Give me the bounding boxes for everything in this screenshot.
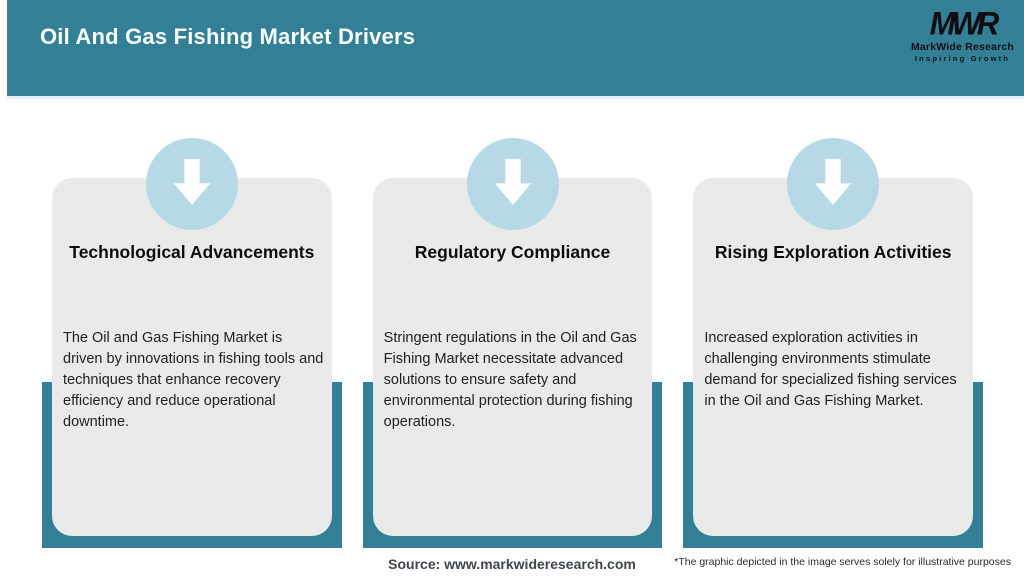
driver-card: Regulatory Compliance Stringent regulati… — [372, 138, 653, 536]
drivers-cards-row: Technological Advancements The Oil and G… — [42, 138, 984, 548]
down-arrow-icon — [481, 150, 545, 219]
driver-card: Technological Advancements The Oil and G… — [52, 138, 332, 536]
markwide-research-logo: MWR MarkWide Research Inspiring Growth — [910, 5, 1015, 63]
logo-tagline: Inspiring Growth — [914, 53, 1011, 63]
card-title: Rising Exploration Activities — [714, 242, 952, 262]
icon-circle — [466, 138, 559, 230]
down-arrow-icon — [160, 150, 224, 219]
card-body-text: The Oil and Gas Fishing Market is driven… — [63, 330, 324, 430]
driver-card-column-3: Rising Exploration Activities Increased … — [683, 138, 984, 548]
driver-card-column-2: Regulatory Compliance Stringent regulati… — [362, 138, 663, 548]
card-title: Technological Advancements — [69, 242, 315, 262]
logo-company-name: MarkWide Research — [910, 41, 1015, 53]
page-title: Oil And Gas Fishing Market Drivers — [40, 24, 416, 49]
logo-monogram: MWR — [929, 5, 999, 42]
icon-circle — [145, 138, 238, 230]
driver-card-column-1: Technological Advancements The Oil and G… — [42, 138, 342, 548]
card-title: Regulatory Compliance — [414, 242, 611, 262]
card-body-text: Increased exploration activities in chal… — [704, 330, 957, 409]
down-arrow-icon — [801, 150, 865, 219]
driver-card: Rising Exploration Activities Increased … — [693, 138, 974, 536]
header-banner: Oil And Gas Fishing Market Drivers MWR M… — [7, 0, 1024, 99]
icon-circle — [787, 138, 880, 230]
source-attribution: Source: www.markwideresearch.com — [388, 556, 636, 572]
card-body-text: Stringent regulations in the Oil and Gas… — [383, 330, 637, 430]
disclaimer-note: *The graphic depicted in the image serve… — [674, 556, 1011, 568]
